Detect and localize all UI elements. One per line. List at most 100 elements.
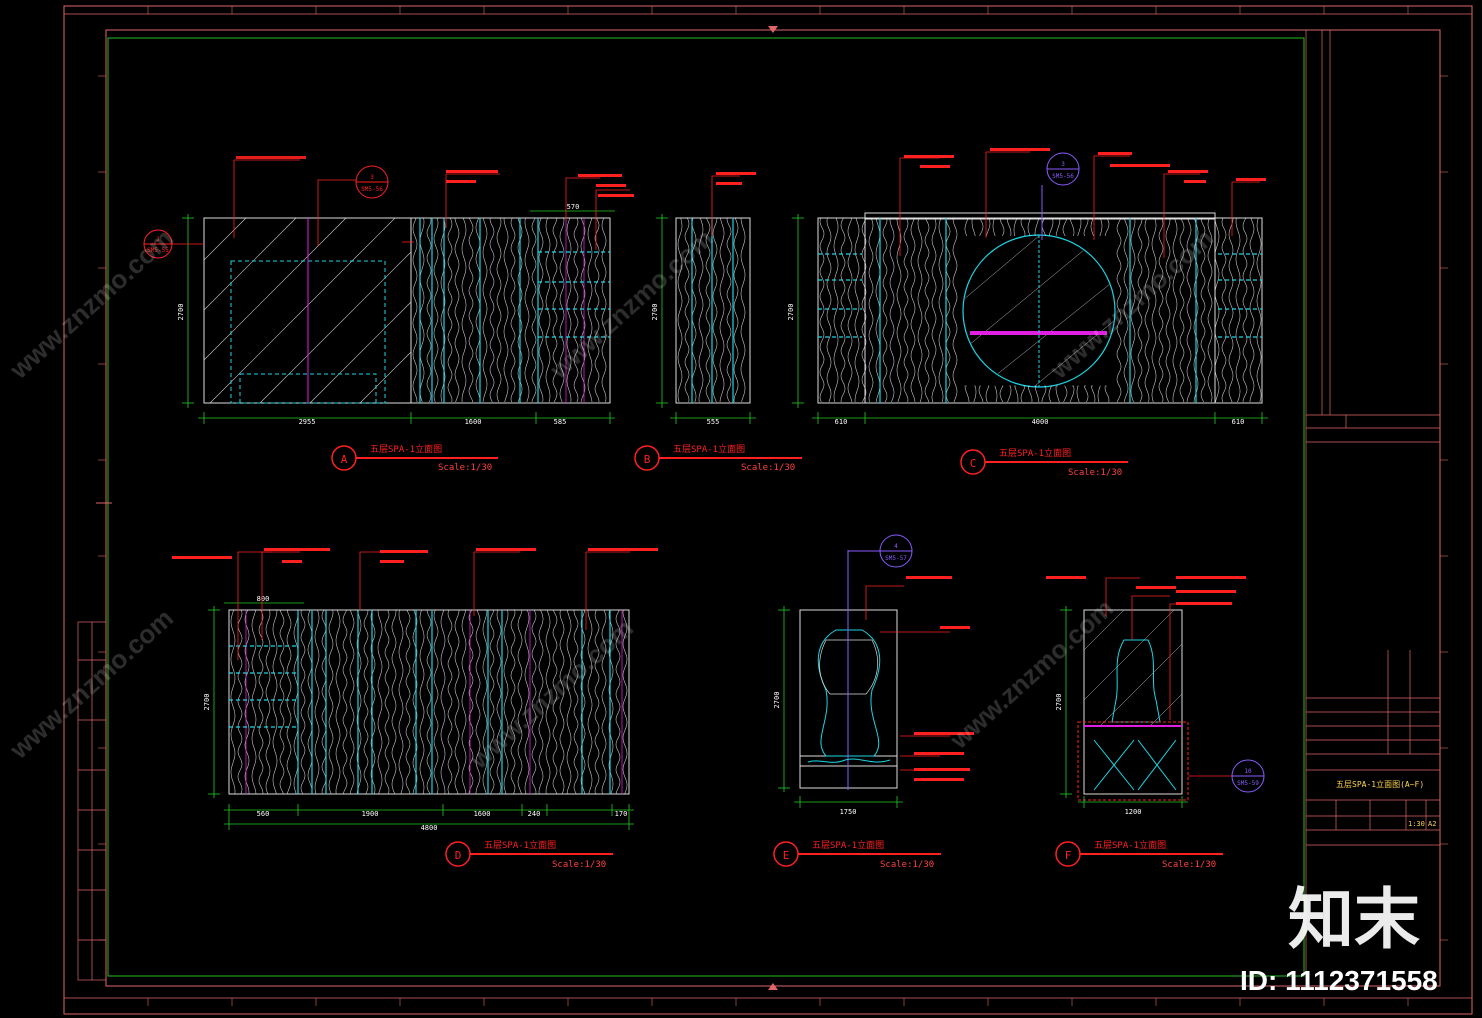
dim-c-height: 2700 [787, 304, 795, 321]
view-title-c-text: 五层SPA-1立面图 [999, 447, 1071, 459]
dim-e-height: 2700 [773, 692, 781, 709]
watermark-site-1: www.znzmo.com [3, 223, 179, 385]
elevation-c [817, 212, 1263, 404]
cyan-strips-d [297, 610, 611, 794]
dim-a-2: 1600 [465, 418, 482, 426]
hatch-a-left [203, 217, 412, 404]
callout-a-left: 2 SM5-55 [143, 229, 173, 259]
title-block-text: 五层SPA-1立面图(A~F) 1:30 A2 [1336, 779, 1436, 828]
cyan-strips-a [419, 218, 539, 403]
callout-a-left-sheet: SM5-55 [147, 247, 169, 254]
dim-d-3: 1600 [474, 810, 491, 818]
grain-c-top [964, 217, 1110, 237]
cyan-strips-b [691, 218, 734, 403]
paper-size-label: A2 [1428, 820, 1436, 828]
view-title-b: B 五层SPA-1立面图 Scale:1/30 [634, 443, 802, 473]
callout-f-right-num: 10 [1244, 768, 1252, 775]
view-title-e: E 五层SPA-1立面图 Scale:1/30 [773, 839, 941, 870]
view-title-c: C 五层SPA-1立面图 Scale:1/30 [960, 447, 1128, 478]
dim-a-1: 2955 [299, 418, 316, 426]
drawing-name-label: 五层SPA-1立面图(A~F) [1336, 779, 1424, 789]
dim-d-total: 4800 [421, 824, 438, 832]
view-title-d-text: 五层SPA-1立面图 [484, 839, 556, 851]
dim-d-height: 2700 [203, 694, 211, 711]
dim-e: 1750 [840, 808, 857, 816]
dim-d-4: 240 [528, 810, 541, 818]
callout-a-top-sheet: SM5-56 [361, 186, 383, 193]
view-title-c-scale: Scale:1/30 [1068, 468, 1122, 478]
elevation-a [203, 217, 611, 404]
elevation-b [675, 217, 751, 404]
callout-c-top-sheet: SM5-56 [1052, 173, 1074, 180]
shelves-a [538, 251, 610, 338]
view-title-f-text: 五层SPA-1立面图 [1094, 839, 1166, 851]
title-block [77, 30, 1440, 986]
callout-e-top-num: 4 [894, 543, 898, 550]
view-title-f-scale: Scale:1/30 [1162, 860, 1216, 870]
view-title-f: F 五层SPA-1立面图 Scale:1/30 [1055, 839, 1223, 870]
dim-d-1: 560 [257, 810, 270, 818]
dim-c-mid: 4000 [1032, 418, 1049, 426]
dim-d-5: 170 [615, 810, 628, 818]
detail-callouts: 2 SM5-55 3 SM5-56 3 SM5-56 4 SM5-57 10 [143, 152, 1265, 793]
drawing-scale-label: 1:30 [1408, 820, 1425, 828]
watermark-id: ID: 1112371558 [1240, 965, 1438, 996]
dim-a-3: 585 [554, 418, 567, 426]
watermark-site-4: www.znzmo.com [3, 603, 179, 765]
view-title-a-scale: Scale:1/30 [438, 463, 492, 473]
dim-b-height: 2700 [651, 304, 659, 321]
dim-f: 1200 [1125, 808, 1142, 816]
callout-e-top-sheet: SM5-57 [885, 555, 907, 562]
grain-d [230, 609, 628, 795]
shelves-c-left [818, 253, 862, 338]
magenta-strips-a [565, 218, 585, 403]
view-title-a-text: 五层SPA-1立面图 [370, 443, 442, 455]
callout-a-top-num: 3 [370, 174, 374, 181]
annotation-leaders [144, 151, 1260, 777]
sheet-rulers [98, 6, 1448, 1006]
view-title-e-scale: Scale:1/30 [880, 860, 934, 870]
view-title-c-letter: C [970, 457, 977, 470]
view-title-d-scale: Scale:1/30 [552, 860, 606, 870]
grain-c-bottom [964, 385, 1110, 403]
view-title-b-letter: B [644, 453, 651, 466]
watermark-logo: 知末 [1288, 881, 1420, 958]
view-title-a: A 五层SPA-1立面图 Scale:1/30 [331, 443, 498, 473]
view-titles: A 五层SPA-1立面图 Scale:1/30 B 五层SPA-1立面图 Sca… [331, 443, 1223, 870]
callout-f-right-sheet: SM5-59 [1237, 780, 1259, 787]
grain-b [677, 217, 746, 403]
view-title-e-text: 五层SPA-1立面图 [812, 839, 884, 851]
view-title-b-scale: Scale:1/30 [741, 463, 795, 473]
view-title-d: D 五层SPA-1立面图 Scale:1/30 [445, 839, 613, 870]
shelves-c-right [1218, 253, 1262, 338]
dim-d-top: 800 [257, 595, 270, 603]
grain-a [412, 217, 607, 403]
dim-d-2: 1900 [362, 810, 379, 818]
annotation-notes [172, 148, 1266, 781]
dim-a-top: 570 [567, 203, 580, 211]
magenta-strips-d [245, 610, 623, 794]
callout-c-top-num: 3 [1061, 161, 1065, 168]
dimension-texts: 2955 1600 585 570 2700 555 2700 610 4000… [177, 203, 1244, 832]
view-title-e-letter: E [783, 849, 790, 862]
wood-grain-patterns [229, 217, 1262, 795]
view-title-a-letter: A [341, 453, 348, 466]
callout-a-top: 3 SM5-56 [355, 165, 389, 199]
callout-e-top: 4 SM5-57 [848, 534, 913, 568]
grain-c-left [819, 217, 958, 403]
view-title-d-letter: D [455, 849, 462, 862]
view-title-b-text: 五层SPA-1立面图 [673, 443, 745, 455]
callout-f-right: 10 SM5-59 [1231, 759, 1265, 793]
view-title-f-letter: F [1065, 849, 1072, 862]
dim-f-height: 2700 [1055, 694, 1063, 711]
watermark-site-6: www.znzmo.com [943, 593, 1119, 755]
dim-c-left: 610 [835, 418, 848, 426]
callout-a-left-num: 2 [156, 236, 160, 243]
dimension-lines [182, 210, 1268, 830]
elevation-f [1077, 609, 1189, 801]
elevation-e [799, 550, 898, 790]
sheet-frame [63, 5, 1473, 1015]
cyan-strips-c [879, 218, 1197, 403]
dim-c-right: 610 [1232, 418, 1245, 426]
